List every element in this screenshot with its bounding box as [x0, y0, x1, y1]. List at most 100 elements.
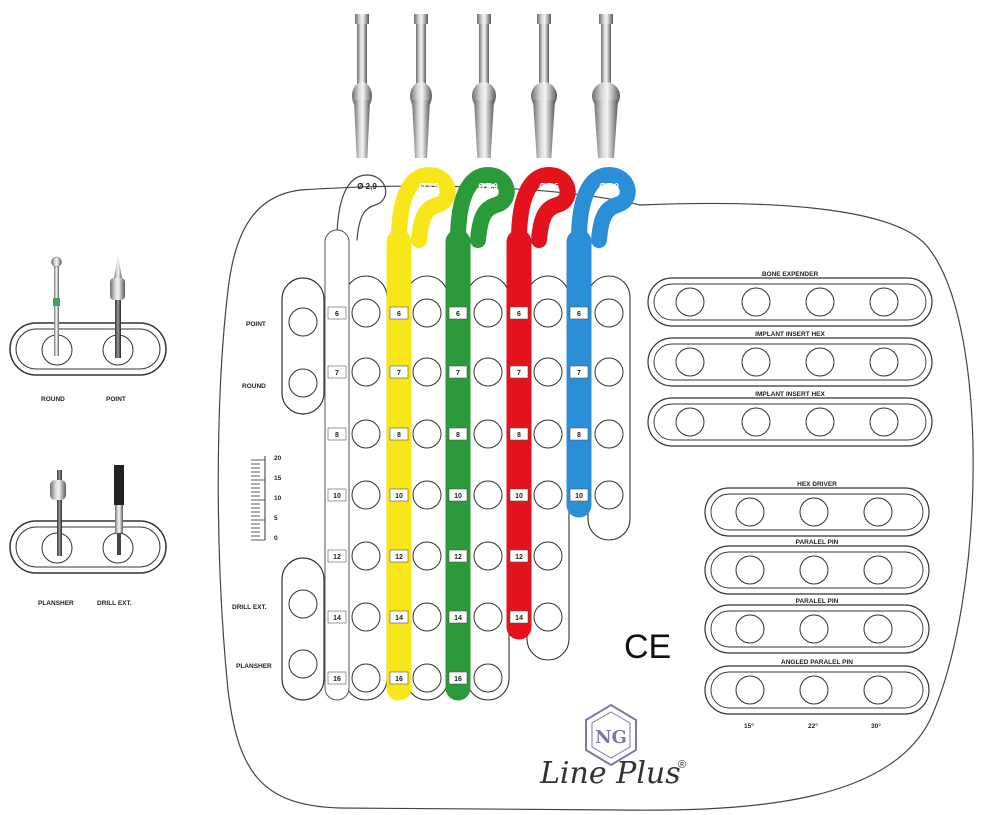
drill-strip: [445, 229, 471, 701]
depth-marker: [569, 427, 589, 441]
angle-label-22: 22°: [808, 722, 818, 730]
holder-hole: [473, 541, 503, 571]
rack-hole: [735, 555, 765, 585]
drill-hook: [511, 166, 576, 248]
rack-hole: [735, 497, 765, 527]
drill-diameter-label: Ø 4,0: [478, 182, 498, 191]
holder-hole: [533, 357, 563, 387]
holder-slot: [526, 275, 570, 661]
holder-hole: [533, 480, 563, 510]
depth-marker: [569, 365, 589, 379]
rack-label: ANGLED PARALEL PIN: [781, 659, 853, 666]
drill-hook: [336, 174, 387, 241]
rack-label: HEX DRIVER: [797, 481, 837, 488]
depth-label: 6: [397, 311, 401, 318]
rack-hole: [799, 555, 829, 585]
depth-marker: [448, 549, 468, 563]
holder-hole: [533, 541, 563, 571]
rack-label: IMPLANT INSERT HEX: [755, 331, 825, 338]
rack-hole: [869, 347, 899, 377]
holder-hole: [594, 480, 624, 510]
depth-label: 7: [456, 370, 460, 377]
depth-marker: [448, 488, 468, 502]
rack-implant-insert-hex-2: IMPLANT INSERT HEX: [647, 391, 933, 447]
rack-bone-expender: BONE EXPENDER: [647, 271, 933, 327]
depth-label: 6: [517, 311, 521, 318]
depth-label: 12: [515, 554, 523, 561]
drill-diameter-label: Ø 4,5: [539, 182, 559, 191]
holder-hole: [412, 298, 442, 328]
rack-hole: [675, 347, 705, 377]
label-tray-drill-ext: DRILL EXT.: [232, 604, 267, 611]
rack-hole: [863, 675, 893, 705]
depth-marker: [389, 306, 409, 320]
drill-hook: [391, 166, 456, 248]
ruler-tick-10: 10: [274, 495, 282, 502]
holder-hole: [351, 298, 381, 328]
holder-hole: [473, 357, 503, 387]
holder-hole: [473, 480, 503, 510]
depth-marker: [327, 488, 347, 502]
drill-bit-icon: [531, 14, 557, 158]
holder-hole: [351, 663, 381, 693]
drill-bit-icon: [592, 14, 620, 158]
rack-hole: [805, 347, 835, 377]
holder-hole: [351, 419, 381, 449]
ruler-tick-5: 5: [274, 515, 278, 522]
depth-marker: [327, 365, 347, 379]
drill-hook: [450, 166, 515, 248]
point-drill-icon: [110, 255, 125, 358]
holder-hole: [351, 357, 381, 387]
drill-bit-icon: [352, 14, 372, 158]
holder-hole: [473, 602, 503, 632]
depth-label: 8: [577, 432, 581, 439]
depth-marker: [327, 306, 347, 320]
depth-marker: [327, 671, 347, 685]
rack-hole: [869, 287, 899, 317]
depth-label: 14: [515, 615, 523, 622]
drill-strip: [386, 229, 412, 701]
depth-label: 10: [575, 493, 583, 500]
holder-hole: [473, 663, 503, 693]
depth-marker: [327, 549, 347, 563]
depth-label: 7: [517, 370, 521, 377]
rack-hole: [863, 614, 893, 644]
depth-marker: [569, 488, 589, 502]
depth-marker: [509, 610, 529, 624]
depth-marker: [389, 427, 409, 441]
depth-label: 16: [395, 676, 403, 683]
depth-marker: [389, 488, 409, 502]
rack-hole: [799, 497, 829, 527]
logo-letters: NG: [595, 727, 627, 748]
rack-hole: [741, 407, 771, 437]
label-drill-ext: DRILL EXT.: [97, 600, 132, 607]
ruler-tick-15: 15: [274, 475, 282, 482]
depth-ruler: 20 15 10 5 0: [251, 455, 282, 542]
label-round: ROUND: [41, 396, 65, 403]
depth-label: 6: [335, 311, 339, 318]
registered-mark: ®: [678, 759, 686, 771]
left-bur-holder-upper: ROUND POINT: [9, 255, 167, 403]
drill-diameter-label: Ø 3,5: [419, 182, 439, 191]
holder-hole: [351, 541, 381, 571]
depth-label: 10: [515, 493, 523, 500]
drill-extension-icon: [114, 465, 124, 555]
label-tray-point: POINT: [246, 321, 266, 328]
label-point: POINT: [106, 396, 126, 403]
rack-hole: [675, 407, 705, 437]
rack-label: IMPLANT INSERT HEX: [755, 391, 825, 398]
depth-marker: [389, 365, 409, 379]
holder-hole: [533, 602, 563, 632]
depth-marker: [509, 365, 529, 379]
angle-label-30: 30°: [871, 722, 881, 730]
depth-label: 14: [333, 615, 341, 622]
holder-hole: [412, 357, 442, 387]
depth-label: 7: [577, 370, 581, 377]
holder-hole: [412, 419, 442, 449]
drill-diameter-label: Ø 2,9: [357, 182, 377, 191]
